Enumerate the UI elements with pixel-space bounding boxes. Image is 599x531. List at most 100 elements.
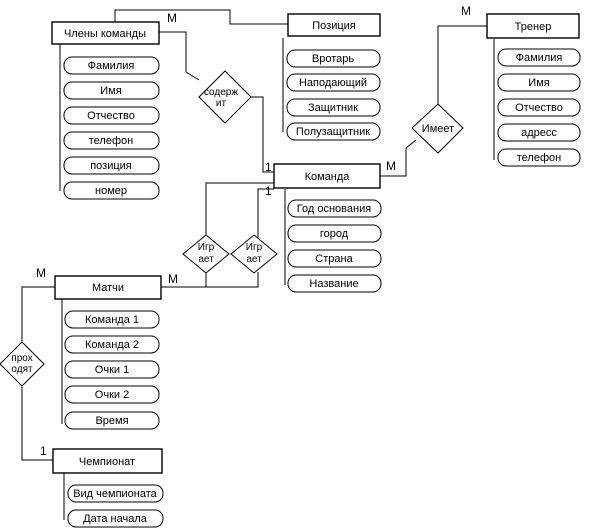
attribute: Имя <box>497 73 581 92</box>
attribute: адресс <box>497 123 581 142</box>
svg-text:Время: Время <box>95 415 128 427</box>
connector-team-plays-1 <box>205 182 274 250</box>
attribute: Фамилия <box>63 56 160 75</box>
svg-text:Страна: Страна <box>315 253 353 265</box>
attribute: Очки 2 <box>64 385 160 404</box>
svg-text:город: город <box>320 228 349 240</box>
cardinality-label: М <box>167 11 177 25</box>
cardinality-labels: М 1 М 1 М М 1 М <box>36 4 471 458</box>
relationship-label-line: Игр <box>246 242 263 253</box>
svg-text:Очки 2: Очки 2 <box>95 389 129 401</box>
connector-team-has <box>380 139 417 177</box>
cardinality-label: М <box>168 272 178 286</box>
svg-text:Очки 1: Очки 1 <box>95 364 129 376</box>
entity-box <box>273 163 381 189</box>
relationship-label-line: прох <box>11 353 32 364</box>
connector-pass-championship <box>21 386 53 461</box>
svg-text:Вротарь: Вротарь <box>312 53 354 65</box>
svg-text:Команда 1: Команда 1 <box>85 314 139 326</box>
entity-team-members[interactable]: Члены команды <box>51 21 160 45</box>
connector-matches-pass <box>21 286 55 342</box>
attributes-team-members: Фамилия Имя Отчество телефон позиция ном… <box>63 56 160 200</box>
svg-text:номер: номер <box>95 185 127 197</box>
relationship-pass[interactable]: прох одят <box>0 341 45 387</box>
attribute: Отчество <box>497 98 581 117</box>
relationship-label-line: содерж <box>204 87 238 98</box>
cardinality-label: М <box>36 266 46 280</box>
entity-championship[interactable]: Чемпионат <box>52 448 163 474</box>
svg-text:Имя: Имя <box>100 85 121 97</box>
relationship-label-line: Игр <box>198 242 215 253</box>
cardinality-label: М <box>386 159 396 173</box>
entity-box <box>54 275 162 300</box>
attribute: Фамилия <box>497 48 581 67</box>
svg-text:Наподающий: Наподающий <box>299 77 367 89</box>
attribute: Вид чемпионата <box>67 484 164 503</box>
svg-text:Команда 2: Команда 2 <box>85 339 139 351</box>
svg-text:позиция: позиция <box>90 160 132 172</box>
relationship-plays-2[interactable]: Игр ает <box>230 234 278 274</box>
cardinality-label: 1 <box>265 184 272 198</box>
attribute: Полузащитник <box>286 122 381 141</box>
entity-coach[interactable]: Тренер <box>486 13 580 39</box>
connector-team-plays-2 <box>257 188 274 250</box>
relationship-label-line: ит <box>216 98 227 109</box>
entity-box <box>51 21 160 45</box>
svg-text:Полузащитник: Полузащитник <box>296 126 370 138</box>
svg-text:Вид чемпионата: Вид чемпионата <box>73 488 157 500</box>
connector-has-coach <box>437 25 487 114</box>
cardinality-label: М <box>461 4 471 18</box>
entity-box <box>52 448 163 474</box>
attribute: номер <box>63 181 160 200</box>
relationship-has[interactable]: Имеет <box>411 103 464 154</box>
svg-text:Фамилия: Фамилия <box>516 52 563 64</box>
attribute: телефон <box>497 148 581 167</box>
entity-title: Матчи <box>92 282 124 294</box>
attribute: позиция <box>63 156 160 175</box>
entity-title: Члены команды <box>64 28 146 40</box>
relationship-label-line: Имеет <box>422 123 454 135</box>
connector-lines <box>21 9 495 520</box>
relationship-label-line: одят <box>11 364 33 375</box>
connector-plays-matches <box>205 272 259 288</box>
entity-box <box>486 13 580 39</box>
svg-text:Отчество: Отчество <box>87 110 135 122</box>
attributes-matches: Команда 1 Команда 2 Очки 1 Очки 2 Время <box>64 310 160 430</box>
svg-text:адресс: адресс <box>521 127 557 139</box>
attribute: Отчество <box>63 106 160 125</box>
svg-text:Защитник: Защитник <box>308 102 358 114</box>
svg-text:Отчество: Отчество <box>515 102 563 114</box>
attribute: Защитник <box>286 98 381 117</box>
svg-text:телефон: телефон <box>89 135 133 147</box>
entity-position[interactable]: Позиция <box>287 13 381 37</box>
entity-title: Тренер <box>515 21 552 33</box>
attribute: Команда 1 <box>64 310 160 329</box>
entity-matches[interactable]: Матчи <box>54 275 162 300</box>
attribute: Год основания <box>287 199 382 218</box>
attribute: Наподающий <box>286 73 381 92</box>
relationship-plays-1[interactable]: Игр ает <box>182 234 230 274</box>
cardinality-label: 1 <box>265 160 272 174</box>
svg-text:телефон: телефон <box>517 152 561 164</box>
attributes-coach: Фамилия Имя Отчество адресс телефон <box>497 48 581 167</box>
entity-title: Чемпионат <box>79 456 135 468</box>
attribute: Очки 1 <box>64 360 160 379</box>
attribute: телефон <box>63 131 160 150</box>
svg-text:Фамилия: Фамилия <box>88 60 135 72</box>
relationship-label-line: ает <box>198 254 214 265</box>
entity-title: Позиция <box>312 20 356 32</box>
attributes-position: Вротарь Наподающий Защитник Полузащитник <box>286 49 381 141</box>
attribute: Команда 2 <box>64 335 160 354</box>
svg-text:Имя: Имя <box>528 77 549 89</box>
attribute: Дата начала <box>67 509 164 528</box>
attribute: Страна <box>287 249 382 268</box>
attribute: Вротарь <box>286 49 381 68</box>
relationship-contains[interactable]: содерж ит <box>198 70 252 124</box>
connector-members-contains <box>159 31 200 81</box>
svg-text:Дата начала: Дата начала <box>83 513 148 525</box>
entity-team[interactable]: Команда <box>273 163 381 189</box>
attribute: город <box>287 224 382 243</box>
cardinality-label: 1 <box>40 444 47 458</box>
attributes-team: Год основания город Страна Название <box>287 199 382 293</box>
